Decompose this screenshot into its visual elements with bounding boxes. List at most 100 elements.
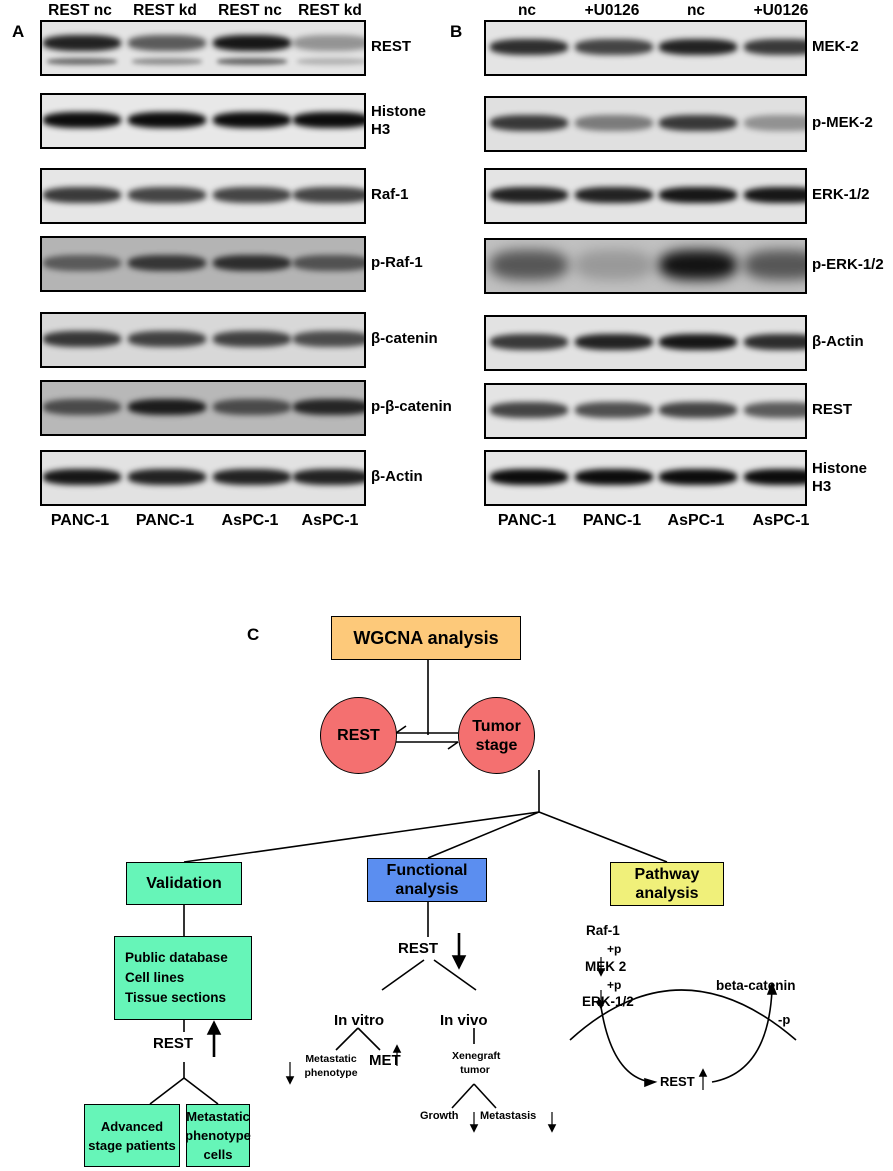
blot-band [213,331,291,347]
blot-band [490,402,568,418]
b-cell-label: AsPC-1 [667,512,725,529]
raf1-pathway-label: Raf-1 [586,923,620,938]
a-lane-header: REST kd [133,2,197,19]
blot-band [744,250,805,280]
validation-box: Validation [126,862,242,905]
blot-band [293,112,364,128]
blot-label: p-β-catenin [371,398,452,415]
wgcna-analysis-box: WGCNA analysis [331,616,521,660]
rest-circle-label: REST [337,727,380,744]
validation-label: Validation [146,874,222,892]
blot-strip [40,168,366,224]
blot-band [575,187,653,203]
rest-down-label: REST [398,940,439,957]
blot-band [744,39,805,55]
metastatic-cells-label: Metastatic phenotype cells [185,1109,251,1162]
blot-strip [40,312,366,368]
beta-catenin-label: beta-catenin [716,978,796,993]
blot-band [43,399,121,415]
blot-band [490,334,568,350]
panel-b-letter: B [450,22,463,41]
blot-strip [484,96,807,152]
blot-strip [40,20,366,76]
metastatic-phenotype-label: Metastatic phenotype [304,1053,358,1079]
blot-label: p-ERK-1/2 [812,256,884,273]
blot-band [213,187,291,203]
blot-strip [484,315,807,371]
a-lane-header: REST nc [48,2,112,19]
metastasis-label: Metastasis [480,1110,537,1122]
blot-label: Histone H3 [812,460,868,495]
blot-band [213,112,291,128]
blot-band [128,255,206,271]
blot-strip [40,93,366,149]
blot-band [744,115,805,131]
b-cell-label: AsPC-1 [752,512,810,529]
rest-up-label: REST [153,1035,194,1052]
tumor-stage-label: Tumor stage [472,717,521,754]
panel-a-letter: A [12,22,25,41]
blot-band [43,255,121,271]
blot-band [293,399,364,415]
a-cell-label: AsPC-1 [301,512,359,529]
blot-strip [40,236,366,292]
blot-band [659,250,737,280]
blot-band [575,334,653,350]
blot-band [744,402,805,418]
blot-band [293,187,364,203]
blot-label: Histone H3 [371,103,427,138]
blot-label: REST [812,401,853,418]
blot-strip [484,238,807,294]
blot-band [744,187,805,203]
blot-band [659,39,737,55]
blot-band [43,469,121,485]
blot-band [43,331,121,347]
plus-p-2-label: +p [607,978,622,992]
blot-band [128,399,206,415]
blot-label: MEK-2 [812,38,859,55]
functional-analysis-box: Functional analysis [367,858,487,902]
blot-band [128,331,206,347]
blot-band [128,187,206,203]
a-lane-header: REST nc [218,2,282,19]
blot-label: β-Actin [812,333,864,350]
blot-band [490,115,568,131]
blot-band-lower [297,58,364,65]
a-lane-header: REST kd [298,2,362,19]
blot-band [575,39,653,55]
public-database-label: Public database [125,950,228,965]
blot-band [213,469,291,485]
blot-band [744,334,805,350]
blot-band [128,469,206,485]
erk12-pathway-label: ERK-1/2 [582,994,634,1009]
a-cell-label: PANC-1 [135,512,195,529]
blot-strip [40,380,366,436]
b-lane-header: nc [686,2,706,19]
pathway-analysis-box: Pathway analysis [610,862,724,906]
blot-label: p-Raf-1 [371,254,423,271]
blot-band [213,35,291,51]
validation-sources-box: Public database Cell lines Tissue sectio… [114,936,252,1020]
blot-band [213,255,291,271]
pathway-analysis-label: Pathway analysis [634,866,700,902]
blot-band [659,334,737,350]
blot-band [43,35,121,51]
cell-lines-label: Cell lines [125,970,185,985]
blot-band [490,469,568,485]
rest-pathway-label: REST [660,1074,695,1089]
blot-label: p-MEK-2 [812,114,873,131]
tissue-sections-label: Tissue sections [125,990,227,1005]
blot-band [293,331,364,347]
met-label: MET [369,1052,401,1069]
blot-band [43,187,121,203]
minus-p-label: -p [778,1012,791,1027]
rest-circle: REST [320,697,397,774]
blot-band [213,399,291,415]
b-lane-header: +U0126 [584,2,640,19]
blot-band [659,402,737,418]
b-lane-header: nc [517,2,537,19]
b-cell-label: PANC-1 [497,512,557,529]
blot-band [490,187,568,203]
blot-strip [484,20,807,76]
